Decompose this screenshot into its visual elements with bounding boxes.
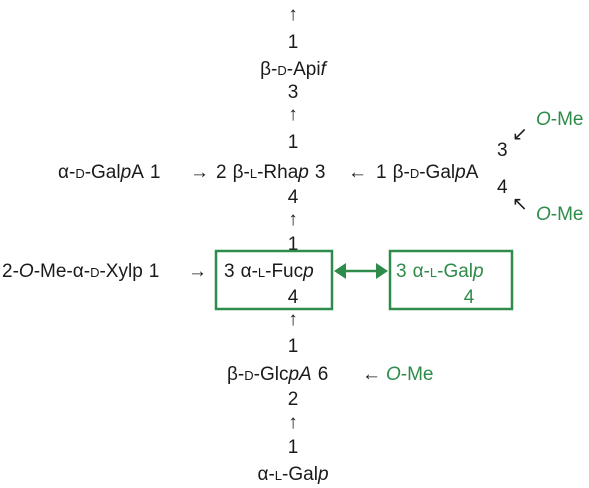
apiose-link-number: 1 <box>288 32 299 53</box>
arrow-up-glucose: ↑ <box>288 309 298 330</box>
fucose-highlight-box <box>214 249 334 311</box>
rhamnose-position-4: 4 <box>288 187 299 208</box>
ome-bottom-label: O-Me <box>536 204 584 225</box>
rhamnose-link-top: 1 <box>288 132 299 153</box>
arrow-left-ome-to-glc: ← <box>362 364 381 385</box>
arrow-right-galpa-to-rha: → <box>190 162 209 183</box>
arrow-up-galactose: ↑ <box>288 412 298 433</box>
arrow-up-apiose: ↑ <box>288 4 298 25</box>
apiose-label: β-D-Apif <box>260 59 327 80</box>
arrow-up-rhamnose: ↑ <box>288 104 298 125</box>
glucose-position-2: 2 <box>288 389 299 410</box>
ome-top-label: O-Me <box>536 109 584 130</box>
arrow-diag-down-left: ↙ <box>512 124 528 145</box>
arrow-left-galpa-to-rha: ← <box>348 162 367 183</box>
galactose-box-position-4: 4 <box>464 287 475 308</box>
ome-glucose-label: O-Me <box>386 364 434 385</box>
galactose-highlight-box <box>388 249 514 311</box>
galpa-right-position-3: 3 <box>497 140 508 161</box>
arrow-diag-up-left: ↖ <box>512 194 528 215</box>
galactose-bottom-label: α-L-Galp <box>257 464 328 485</box>
arrow-right-xyl-to-fuc: → <box>188 261 207 282</box>
galactose-link-top: 1 <box>288 437 299 458</box>
double-arrow-fuc-galp <box>334 263 388 279</box>
apiose-position-number: 3 <box>288 82 299 103</box>
glucose-link-top: 1 <box>288 336 299 357</box>
fucose-position-4: 4 <box>288 287 299 308</box>
galpa-right-position-4: 4 <box>497 177 508 198</box>
fucose-link-top: 1 <box>288 234 299 255</box>
arrow-up-fucose: ↑ <box>288 209 298 230</box>
